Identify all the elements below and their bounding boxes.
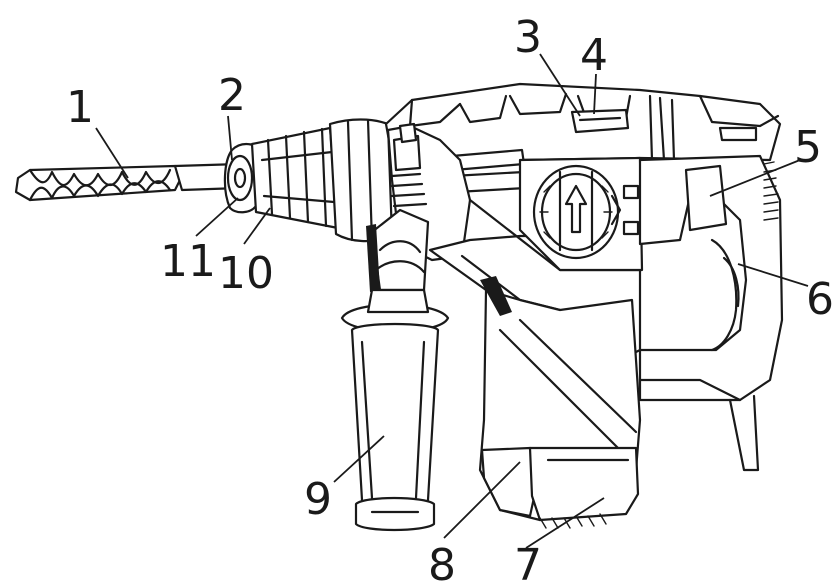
leader-5 [709,159,801,197]
depth-gauge-holder [390,122,428,208]
leader-lines [95,53,809,549]
label-5: 5 [794,122,822,173]
chuck [223,118,394,244]
leader-3 [539,53,581,117]
label-4: 4 [580,30,608,81]
leader-4 [593,73,597,115]
mode-selector-knob [532,164,640,260]
leader-8 [443,461,521,539]
leader-11 [195,197,239,237]
label-8: 8 [428,540,456,584]
label-11: 11 [160,236,216,287]
label-2: 2 [218,70,246,121]
leader-6 [737,263,809,287]
drill-bit [14,162,242,202]
leader-1 [95,127,129,179]
label-9: 9 [304,474,332,525]
leader-7 [525,497,605,549]
label-1: 1 [66,82,94,133]
leader-9 [333,435,385,483]
leader-10 [243,207,271,245]
motor-housing [478,276,642,529]
label-10: 10 [218,248,274,299]
rear-handle [638,154,784,472]
auxiliary-handle [340,208,450,532]
leader-2 [227,115,233,161]
callout-labels: 1 2 3 4 5 6 7 8 9 10 11 [66,12,834,584]
label-6: 6 [806,274,834,325]
label-3: 3 [514,12,542,63]
label-7: 7 [514,540,542,584]
